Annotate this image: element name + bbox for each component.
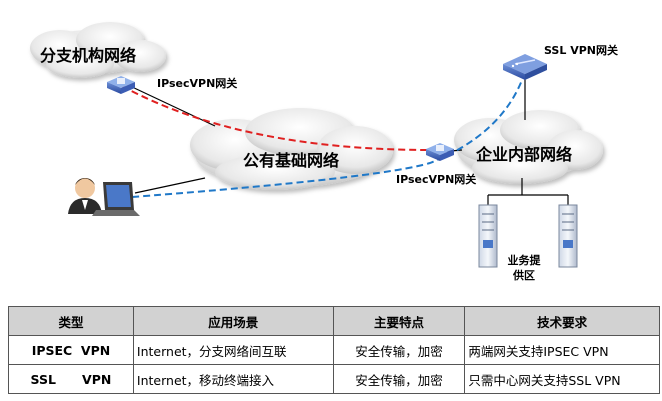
physical-links xyxy=(129,76,569,205)
laptop-link xyxy=(134,177,206,194)
mobile-user-icon xyxy=(68,178,102,214)
row-requirement: 只需中心网关支持SSL VPN xyxy=(464,364,660,394)
row-scenario: Internet，分支网络间互联 xyxy=(132,335,334,365)
ssl-tunnel-line xyxy=(131,79,523,198)
enterprise-network-label: 企业内部网络 xyxy=(476,145,573,164)
server-right-icon xyxy=(558,204,578,268)
branch-network-label: 分支机构网络 xyxy=(40,46,137,65)
row-type: IPSEC VPN xyxy=(8,335,134,365)
vpn-topology-diagram: 分支机构网络 公有基础网络 企业内部网络 IPsecVPN网关 IPsecVPN… xyxy=(30,22,618,282)
header-type: 类型 xyxy=(8,306,134,336)
row-requirement: 两端网关支持IPSEC VPN xyxy=(464,335,660,365)
vpn-comparison-table: 类型 应用场景 主要特点 技术要求 IPSEC VPN Internet，分支网… xyxy=(8,306,660,394)
topology-canvas xyxy=(30,22,603,268)
hq-ipsec-gateway-icon xyxy=(426,143,454,161)
row-scenario: Internet，移动终端接入 xyxy=(132,364,334,394)
enterprise-network-cloud xyxy=(454,110,603,184)
hq-gateway-label: IPsecVPN网关 xyxy=(396,173,477,186)
ssl-gateway-label: SSL VPN网关 xyxy=(544,44,618,57)
public-network-cloud xyxy=(190,108,393,190)
row-feature: 安全传输，加密 xyxy=(332,335,466,365)
branch-gateway-link xyxy=(129,85,216,127)
branch-gateway-label: IPsecVPN网关 xyxy=(157,77,238,90)
row-feature: 安全传输，加密 xyxy=(332,364,466,394)
business-area-label: 业务提供区 xyxy=(507,254,541,282)
header-requirement: 技术要求 xyxy=(464,306,660,336)
table-row: SSL VPN Internet，移动终端接入 安全传输，加密 只需中心网关支持… xyxy=(8,364,660,394)
laptop-icon xyxy=(92,182,140,216)
ssl-vpn-gateway-icon xyxy=(503,54,547,80)
table-row: IPSEC VPN Internet，分支网络间互联 安全传输，加密 两端网关支… xyxy=(8,335,660,365)
branch-network-cloud xyxy=(30,22,166,78)
row-type: SSL VPN xyxy=(8,364,134,394)
public-network-label: 公有基础网络 xyxy=(243,151,340,170)
header-scenario: 应用场景 xyxy=(132,306,334,336)
table-header-row: 类型 应用场景 主要特点 技术要求 xyxy=(8,306,660,336)
server-left-icon xyxy=(478,204,498,268)
branch-ipsec-gateway-icon xyxy=(107,76,135,94)
header-feature: 主要特点 xyxy=(332,306,466,336)
ipsec-tunnel-line xyxy=(121,85,431,151)
